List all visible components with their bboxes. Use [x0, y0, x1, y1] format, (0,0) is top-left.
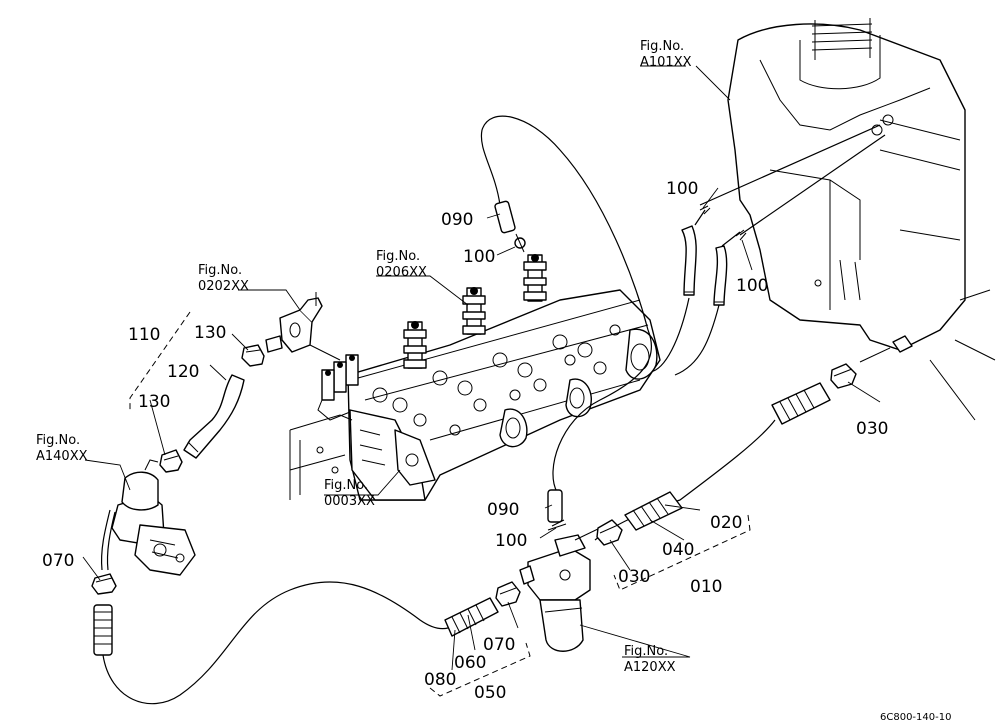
fuel-hose-left [93, 604, 113, 656]
clip-100-upper-right [699, 205, 747, 241]
return-hose-left [681, 209, 706, 296]
fuel-pipe-long [102, 581, 449, 705]
fuel-hose-080 [444, 597, 499, 637]
callout-060: 060 [454, 653, 486, 673]
hose-090-upper [494, 200, 526, 253]
return-hose-right [713, 231, 741, 306]
clamp-030-upper [830, 363, 857, 389]
clamp-030-lower [596, 519, 623, 546]
fuel-feed-pump [100, 459, 196, 576]
engine-block-outline [727, 18, 996, 421]
callout-130: 130 [138, 392, 170, 412]
fig-ref-prefix: Fig.No. [624, 644, 668, 659]
callout-050: 050 [474, 683, 506, 703]
fig-ref-prefix: Fig.No. [324, 478, 368, 493]
clamp-130-lower [159, 449, 183, 473]
overflow-pipe [649, 297, 720, 376]
fig-ref-code: A140XX [36, 449, 88, 464]
callout-130: 130 [194, 323, 226, 343]
fig-ref-a140xx: Fig.No. A140XX [36, 433, 88, 464]
hose-090-lower [547, 489, 567, 531]
callout-030: 030 [856, 419, 888, 439]
overflow-line-upper [699, 124, 886, 236]
injector-nozzles [317, 254, 547, 421]
fuel-pipe-020 [594, 419, 776, 541]
fig-ref-code: 0206XX [376, 265, 427, 280]
fig-ref-prefix: Fig.No. [198, 263, 242, 278]
fig-ref-code: A120XX [624, 660, 676, 675]
callout-100: 100 [736, 276, 768, 296]
callout-120: 120 [167, 362, 199, 382]
fig-ref-0003xx: Fig.No. 0003XX [324, 478, 375, 509]
callout-070: 070 [42, 551, 74, 571]
fig-ref-code: A101XX [640, 55, 692, 70]
clamp-070-left [91, 573, 117, 595]
fuel-tank-outlet [859, 335, 913, 363]
fig-ref-a101xx: Fig.No. A101XX [640, 39, 692, 70]
fig-ref-0202xx: Fig.No. 0202XX [198, 263, 249, 294]
fuel-hose-120 [183, 374, 245, 459]
fig-ref-prefix: Fig.No. [376, 249, 420, 264]
callout-040: 040 [662, 540, 694, 560]
fig-ref-a120xx: Fig.No. A120XX [624, 644, 676, 675]
callout-100: 100 [495, 531, 527, 551]
injection-pump-fitting [265, 292, 341, 361]
clamp-070-right [495, 581, 521, 607]
fig-ref-code: 0202XX [198, 279, 249, 294]
callout-100: 100 [463, 247, 495, 267]
part-callouts: 100 100 090 100 090 100 020 040 030 010 … [42, 179, 888, 703]
callout-090: 090 [487, 500, 519, 520]
fig-ref-code: 0003XX [324, 494, 375, 509]
callout-110: 110 [128, 325, 160, 345]
fig-ref-prefix: Fig.No. [640, 39, 684, 54]
callout-020: 020 [710, 513, 742, 533]
fuel-filter [519, 527, 601, 652]
drawing-code: 6C800-140-10 [880, 712, 951, 723]
fig-ref-prefix: Fig.No. [36, 433, 80, 448]
leader-lines [82, 65, 881, 671]
fuel-pipe-filter [480, 115, 653, 493]
assembly-bracket-110 [129, 311, 191, 412]
clamp-130-upper [241, 344, 265, 367]
callout-100: 100 [666, 179, 698, 199]
callout-090: 090 [441, 210, 473, 230]
callout-080: 080 [424, 670, 456, 690]
callout-030: 030 [618, 567, 650, 587]
callout-070: 070 [483, 635, 515, 655]
assembly-bracket-050 [429, 642, 531, 697]
fig-ref-0206xx: Fig.No. 0206XX [376, 249, 427, 280]
callout-010: 010 [690, 577, 722, 597]
fuel-hose-upper-right [771, 382, 831, 425]
